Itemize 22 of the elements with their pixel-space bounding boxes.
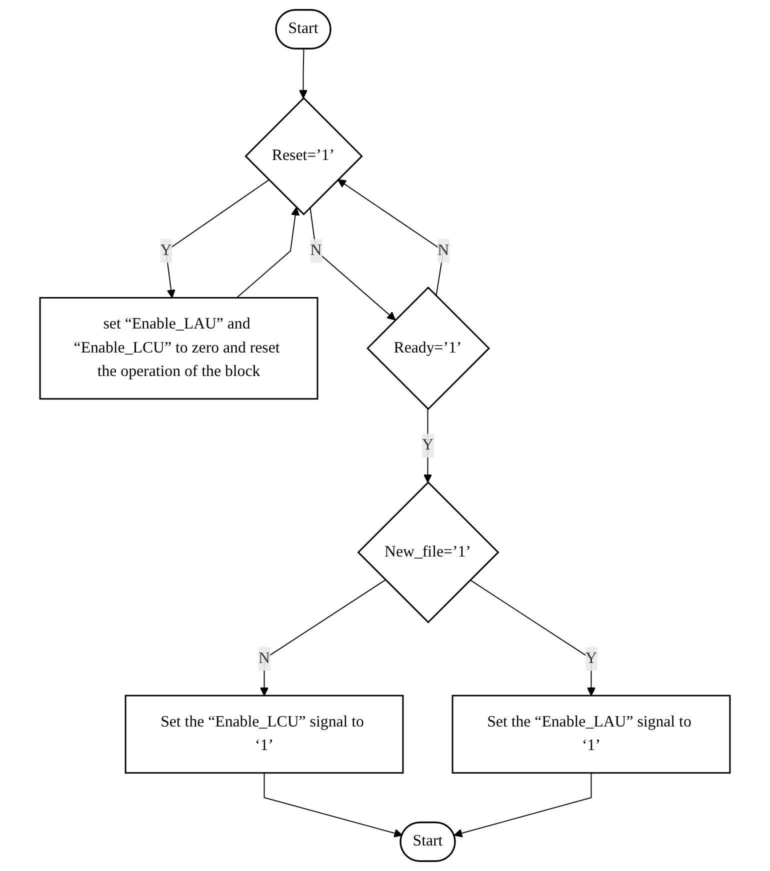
edge-label: N <box>258 650 270 667</box>
arrow <box>264 772 403 838</box>
arrow <box>165 179 270 298</box>
arrow <box>298 48 308 98</box>
node-diamond: New_file=’1’ <box>357 481 500 624</box>
edge-label: N <box>310 242 322 259</box>
arrow <box>260 579 386 696</box>
node-diamond: Reset=’1’ <box>244 97 363 216</box>
node-box: Set the “Enable_LCU” signal to ‘1’ <box>124 694 404 774</box>
arrow <box>470 579 596 696</box>
edge-label: Y <box>422 436 434 454</box>
arrow <box>454 772 592 838</box>
arrow <box>236 206 300 298</box>
arrow <box>310 206 396 320</box>
edge-label: Y <box>586 650 597 667</box>
edge-label: Y <box>160 242 172 259</box>
node-box: Set the “Enable_LAU” signal to ‘1’ <box>452 694 731 774</box>
edge-label: N <box>438 242 450 259</box>
arrow <box>423 408 432 483</box>
arrow <box>338 179 444 296</box>
node-box: set “Enable_LAU” and “Enable_LCU” to zero and reset the operation of the block <box>39 297 318 400</box>
node-diamond: Ready=’1’ <box>366 286 490 410</box>
